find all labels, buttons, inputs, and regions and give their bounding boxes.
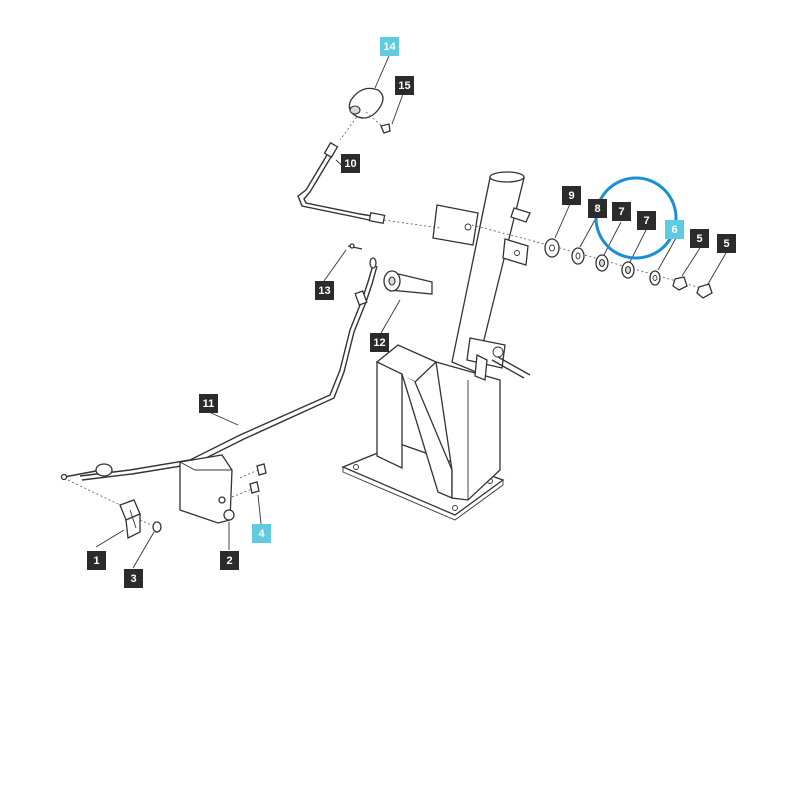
callout-3: 3 <box>124 569 143 588</box>
callout-7b: 7 <box>637 211 656 230</box>
callout-2: 2 <box>220 551 239 570</box>
callout-8: 8 <box>588 199 607 218</box>
cable-clamp <box>119 499 162 539</box>
pivot-sleeve <box>383 270 433 295</box>
leader-lines <box>95 55 727 569</box>
highlight-circle <box>594 176 678 260</box>
callout-14: 14 <box>380 37 399 56</box>
callout-5a: 5 <box>690 229 709 248</box>
callout-9: 9 <box>562 186 581 205</box>
cable-bracket <box>179 454 267 524</box>
callout-6: 6 <box>665 220 684 239</box>
stand-assembly <box>341 171 709 521</box>
callout-11: 11 <box>199 394 218 413</box>
callout-15: 15 <box>395 76 414 95</box>
callout-13: 13 <box>315 281 334 300</box>
split-pin <box>347 243 363 250</box>
callout-10: 10 <box>341 154 360 173</box>
throttle-cable <box>60 257 378 506</box>
gear-lever <box>297 109 441 229</box>
callout-1: 1 <box>87 551 106 570</box>
set-screw <box>365 111 391 134</box>
callout-4: 4 <box>252 524 271 543</box>
callout-5b: 5 <box>717 234 736 253</box>
callout-7a: 7 <box>612 202 631 221</box>
washer-nut-stack <box>544 238 713 299</box>
callout-12: 12 <box>370 333 389 352</box>
gear-knob <box>348 87 384 119</box>
